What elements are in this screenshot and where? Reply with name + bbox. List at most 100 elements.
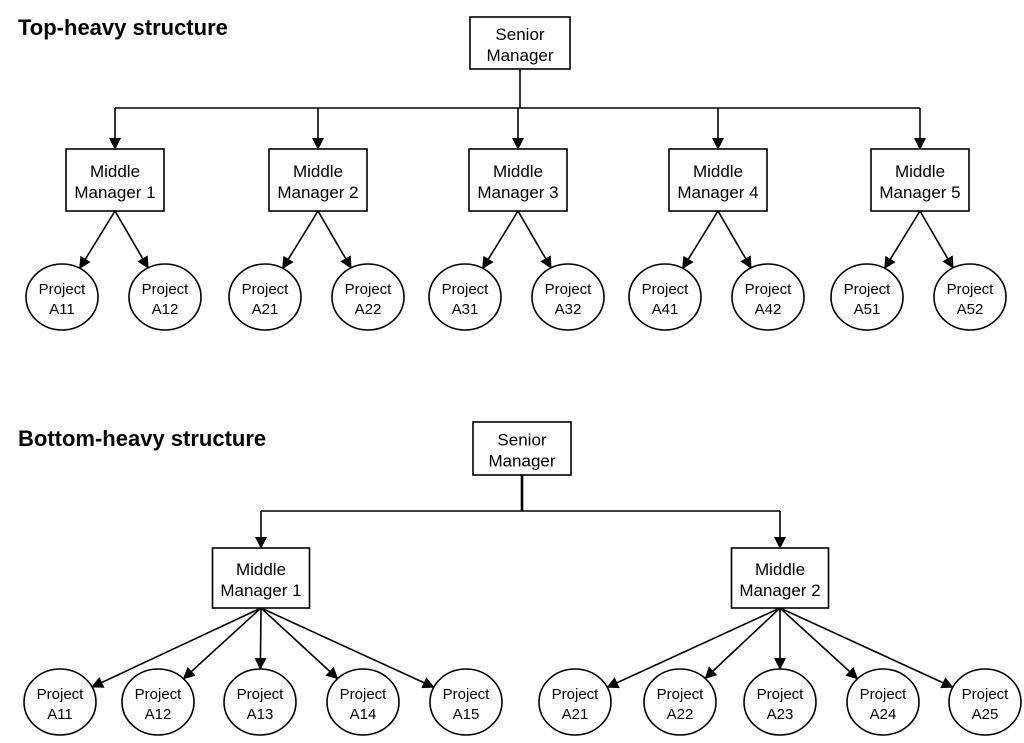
top-middle-manager-5-label-line-1: Middle <box>895 162 945 181</box>
top-senior-manager-label-line-1: Senior <box>495 25 544 44</box>
bottom-project-1-4-label-line-1: Project <box>340 686 388 703</box>
top-arrow-2-1 <box>282 210 319 270</box>
top-middle-manager-2-label-line-1: Middle <box>293 162 343 181</box>
top-arrow-1-1 <box>79 210 116 270</box>
bottom-project-1-1-label-line-1: Project <box>37 686 85 703</box>
bottom-senior-manager-label-line-1: Senior <box>497 430 546 449</box>
top-arrow-3-2 <box>517 210 552 269</box>
top-middle-manager-2-box <box>268 148 368 212</box>
bottom-arrow-1-1 <box>91 607 262 688</box>
bottom-project-2-1-ellipse <box>538 668 612 736</box>
bottom-project-1-3-label-line-2: A13 <box>247 706 274 723</box>
top-project-1-2-label-line-1: Project <box>142 281 190 298</box>
top-senior-manager-box <box>469 16 571 70</box>
top-middle-manager-5-label-line-2: Manager 5 <box>879 183 960 202</box>
bottom-project-2-3-ellipse <box>743 668 817 736</box>
top-project-2-1-ellipse <box>228 263 302 331</box>
top-project-3-2-label-line-1: Project <box>545 281 593 298</box>
top-project-3-1-label-line-2: A31 <box>452 301 479 318</box>
top-arrow-5-1 <box>884 210 921 270</box>
top-project-2-2-ellipse <box>331 263 405 331</box>
top-senior-manager-label-line-2: Manager <box>486 46 553 65</box>
top-project-5-1-label-line-2: A51 <box>854 301 881 318</box>
bottom-project-1-5-label-line-1: Project <box>443 686 491 703</box>
bottom-arrow-2-2 <box>704 607 781 680</box>
bottom-project-2-1-label-line-1: Project <box>552 686 600 703</box>
bottom-arrow-2-1 <box>606 607 781 689</box>
top-middle-manager-5-box <box>870 148 970 212</box>
bottom-arrow-2-5 <box>779 607 954 689</box>
bottom-project-1-2-ellipse <box>121 668 195 736</box>
bottom-arrow-1-5 <box>260 607 435 689</box>
top-middle-manager-1-label-line-2: Manager 1 <box>74 183 155 202</box>
top-project-1-2-label-line-2: A12 <box>152 301 179 318</box>
bottom-project-2-3-label-line-1: Project <box>757 686 805 703</box>
bottom-project-1-3-ellipse <box>223 668 297 736</box>
top-heavy-title: Top-heavy structure <box>18 15 228 40</box>
bottom-project-1-5-label-line-2: A15 <box>453 706 480 723</box>
top-project-3-2-ellipse <box>531 263 605 331</box>
top-project-2-1-label-line-2: A21 <box>252 301 279 318</box>
top-project-4-2-ellipse <box>731 263 805 331</box>
top-project-2-2-label-line-2: A22 <box>355 301 382 318</box>
bottom-arrow-1-4 <box>260 607 339 680</box>
bottom-project-1-1-ellipse <box>23 668 97 736</box>
bottom-arrow-2-4 <box>779 607 859 680</box>
top-middle-manager-4-label-line-1: Middle <box>693 162 743 181</box>
top-middle-manager-3-label-line-2: Manager 3 <box>477 183 558 202</box>
bottom-middle-manager-2-label-line-1: Middle <box>755 560 805 579</box>
bottom-project-2-4-label-line-2: A24 <box>870 706 897 723</box>
top-project-4-1-label-line-1: Project <box>642 281 690 298</box>
top-project-2-1-label-line-1: Project <box>242 281 290 298</box>
bottom-project-2-2-ellipse <box>643 668 717 736</box>
bottom-project-2-2-label-line-2: A22 <box>667 706 694 723</box>
top-project-1-1-label-line-1: Project <box>39 281 87 298</box>
top-project-4-1-ellipse <box>628 263 702 331</box>
top-middle-manager-2-label-line-2: Manager 2 <box>277 183 358 202</box>
bottom-project-1-3-label-line-1: Project <box>237 686 285 703</box>
bottom-senior-manager-label-line-2: Manager <box>488 451 555 470</box>
top-arrow-4-1 <box>682 210 719 270</box>
bottom-project-2-5-label-line-2: A25 <box>972 706 999 723</box>
bottom-middle-manager-1-label-line-1: Middle <box>236 560 286 579</box>
bottom-project-1-5-ellipse <box>429 668 503 736</box>
bottom-middle-manager-1-label-line-2: Manager 1 <box>220 581 301 600</box>
top-project-1-1-ellipse <box>25 263 99 331</box>
bottom-project-1-1-label-line-2: A11 <box>47 706 73 723</box>
top-project-2-2-label-line-1: Project <box>345 281 393 298</box>
top-middle-manager-1-label-line-1: Middle <box>90 162 140 181</box>
bottom-project-2-2-label-line-1: Project <box>657 686 705 703</box>
bottom-middle-manager-2-label-line-2: Manager 2 <box>739 581 820 600</box>
top-middle-manager-3-label-line-1: Middle <box>493 162 543 181</box>
bottom-heavy-title: Bottom-heavy structure <box>18 426 266 451</box>
top-project-5-2-label-line-2: A52 <box>957 301 984 318</box>
bottom-arrow-1-2 <box>182 607 262 680</box>
top-project-1-2-ellipse <box>128 263 202 331</box>
top-project-5-2-label-line-1: Project <box>947 281 995 298</box>
bottom-middle-manager-2-box <box>730 547 830 609</box>
top-arrow-4-2 <box>717 210 752 269</box>
bottom-project-1-4-ellipse <box>326 668 400 736</box>
bottom-project-2-4-label-line-1: Project <box>860 686 908 703</box>
